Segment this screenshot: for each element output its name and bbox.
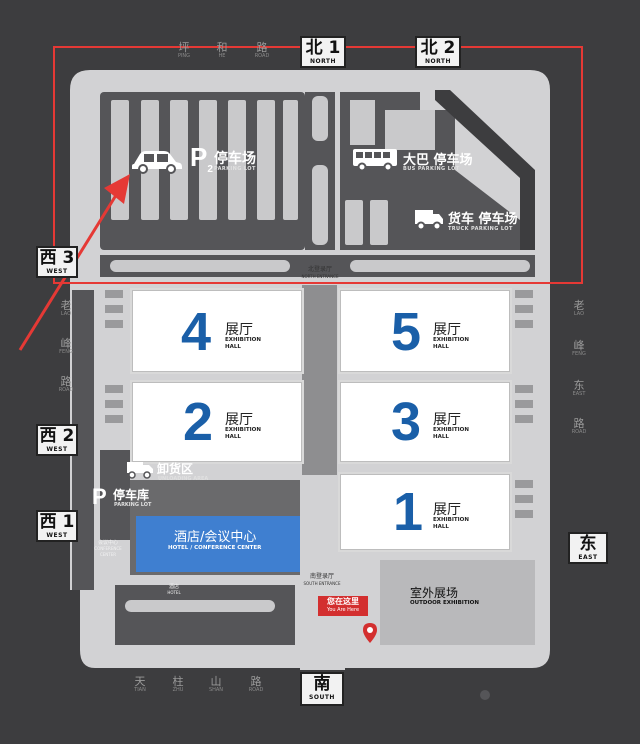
outdoor-en: OUTDOOR EXHIBITION (410, 600, 479, 606)
hall-label: 展厅 (225, 412, 253, 428)
truck-parking-label: 货车 停车场 (448, 212, 518, 227)
gate-north-1-label: 北 1 (305, 38, 341, 58)
hall-label: 展厅 (433, 322, 461, 338)
hall-number: 2 (183, 392, 214, 452)
truck-icon (415, 210, 443, 231)
gate-west-3-en: WEST (46, 268, 68, 275)
gate-south[interactable]: 南 SOUTH (300, 672, 344, 706)
gate-west-1-en: WEST (46, 532, 68, 539)
unloading-label: 卸货区 (157, 462, 194, 476)
north-entrance-label: 北登录厅 NORTH ENTRANCE (301, 266, 339, 279)
you-are-here-badge: 您在这里 You Are Here (318, 596, 368, 616)
bus-parking-label: 大巴 停车场 (403, 153, 473, 168)
truck-icon (127, 462, 153, 479)
p2-letter: P2 (190, 142, 213, 176)
south-entrance-label: 南登录厅 SOUTH ENTRANCE (303, 573, 341, 586)
conference-small-label: 会议中心 CONFERENCE CENTER (94, 540, 122, 557)
location-pin-icon (363, 623, 377, 643)
garage-p-letter: P (92, 484, 107, 509)
gate-north-1-en: NORTH (309, 58, 337, 65)
carousel-dot (480, 690, 490, 700)
car-icon (132, 151, 182, 174)
hotel-small-label: 酒店 HOTEL (167, 584, 181, 595)
gate-south-en: SOUTH (309, 694, 335, 701)
hall-number: 5 (391, 302, 422, 362)
hotel-conference-block[interactable] (136, 516, 300, 572)
gate-west-1-label: 西 1 (39, 512, 75, 532)
gate-north-2[interactable]: 北 2 NORTH (415, 36, 461, 68)
hotel-en: HOTEL / CONFERENCE CENTER (168, 545, 262, 551)
gate-west-2[interactable]: 西 2 WEST (36, 424, 78, 456)
bus-icon (353, 149, 397, 172)
hall-label: 展厅 (433, 502, 461, 518)
gate-south-label: 南 (313, 674, 331, 694)
hotel-label: 酒店/会议中心 (174, 530, 257, 545)
gate-north-2-en: NORTH (424, 58, 452, 65)
hall-label: 展厅 (433, 412, 461, 428)
gate-west-3-label: 西 3 (39, 248, 75, 268)
hall-label: 展厅 (225, 322, 253, 338)
gate-west-2-label: 西 2 (39, 426, 75, 446)
gate-north-1[interactable]: 北 1 NORTH (300, 36, 346, 68)
gate-east-en: EAST (578, 554, 598, 561)
gate-west-1[interactable]: 西 1 WEST (36, 510, 78, 542)
truck-parking-en: TRUCK PARKING LOT (448, 226, 513, 232)
garage-label: 停车库 (113, 488, 150, 502)
gate-west-2-en: WEST (46, 446, 68, 453)
outdoor-label: 室外展场 (410, 586, 459, 600)
garage-en: PARKING LOT (114, 502, 152, 508)
hall-number: 1 (393, 482, 424, 542)
gate-north-2-label: 北 2 (420, 38, 456, 58)
hall-number: 4 (181, 302, 212, 362)
p2-en: PARKING LOT (214, 166, 256, 172)
hall-number: 3 (391, 392, 422, 452)
bus-parking-en: BUS PARKING LOT (403, 166, 460, 172)
unloading-en: UNLOADING AREA (158, 476, 209, 482)
gate-west-3[interactable]: 西 3 WEST (36, 246, 78, 278)
gate-east-label: 东 (579, 534, 597, 554)
gate-east[interactable]: 东 EAST (568, 532, 608, 564)
p2-label: 停车场 (214, 151, 256, 167)
